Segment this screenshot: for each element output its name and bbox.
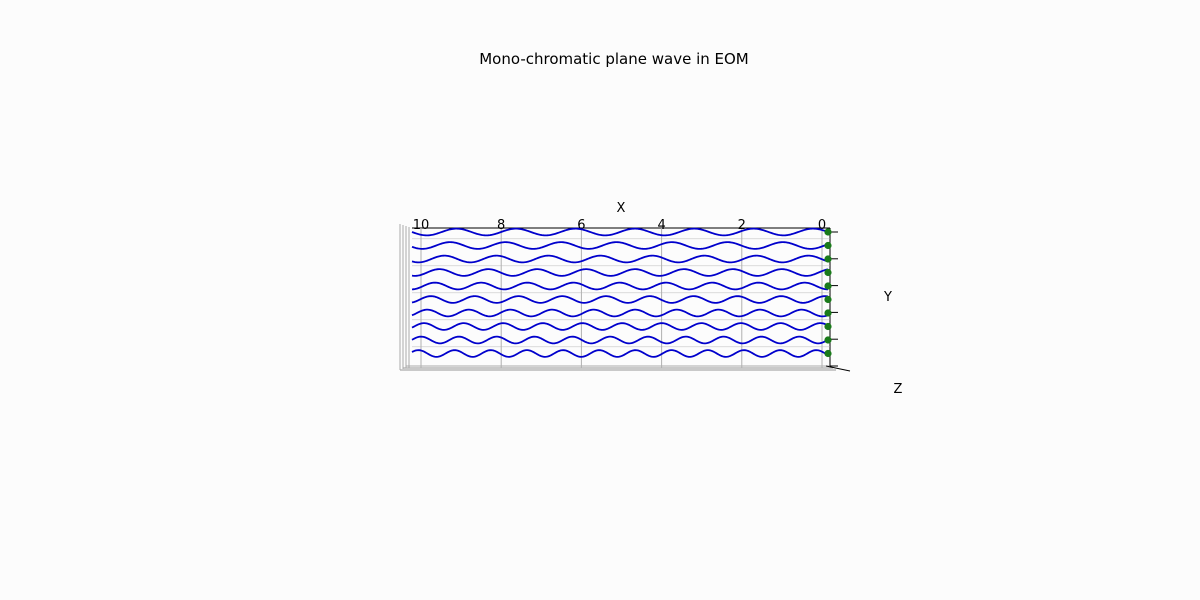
wave-line-9	[411, 335, 829, 345]
marker-point-2	[824, 241, 832, 250]
marker-point-8	[824, 322, 832, 331]
wave-line-3	[411, 254, 829, 264]
chart-title: Mono-chromatic plane wave in EOM	[479, 50, 749, 68]
z-axis-line	[825, 365, 851, 372]
marker-point-9	[824, 336, 832, 344]
wave-line-1	[411, 227, 829, 237]
x-tick-label-2: 6	[577, 218, 585, 233]
x-tick-label-5: 0	[818, 218, 826, 233]
wave-line-6	[411, 295, 829, 304]
x-axis-tick-labels: 10 8 6 4 2 0	[413, 218, 826, 233]
x-tick-label-4: 2	[738, 218, 746, 233]
marker-point-7	[824, 309, 832, 317]
grid	[412, 228, 830, 368]
wave-series	[411, 227, 829, 358]
marker-point-1	[824, 228, 832, 236]
y-axis-label: Y	[883, 290, 892, 305]
x-tick-label-1: 8	[497, 218, 505, 233]
axes-pane	[399, 224, 851, 372]
x-axis-label: X	[617, 201, 626, 216]
wave-line-4	[411, 268, 829, 277]
marker-point-5	[824, 282, 832, 290]
marker-series	[824, 228, 832, 358]
z-axis-label: Z	[894, 382, 903, 397]
marker-point-10	[824, 349, 832, 358]
wave-line-8	[411, 322, 829, 331]
wave-line-2	[411, 241, 829, 250]
wave-line-5	[411, 281, 829, 291]
x-tick-label-3: 4	[657, 218, 665, 233]
wave-line-10	[411, 349, 829, 358]
x-tick-label-0: 10	[413, 218, 430, 233]
marker-point-6	[824, 295, 832, 304]
wave-line-7	[411, 308, 829, 318]
marker-point-3	[824, 255, 832, 263]
marker-point-4	[824, 268, 832, 277]
